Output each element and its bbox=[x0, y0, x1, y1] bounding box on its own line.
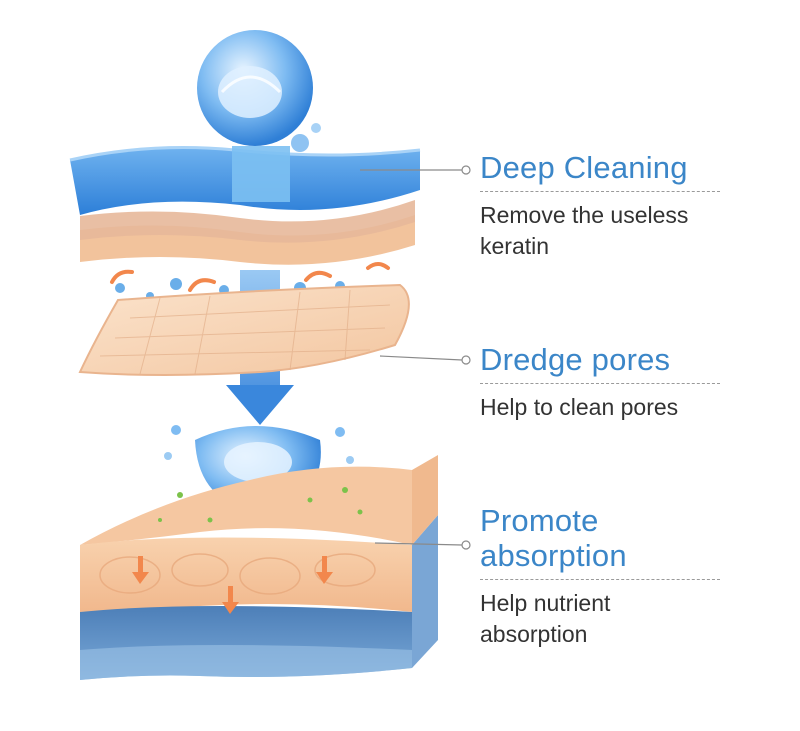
pore-skin-sheet bbox=[78, 283, 410, 376]
callout-description: Remove the useless keratin bbox=[480, 200, 770, 262]
callout-description-line: absorption bbox=[480, 621, 588, 647]
callout-title: Dredge pores bbox=[480, 342, 720, 384]
callout-description-line: Help nutrient bbox=[480, 590, 611, 616]
leader-lines bbox=[360, 165, 471, 550]
callout-description: Help to clean pores bbox=[480, 392, 770, 423]
callout-description-line: Help to clean pores bbox=[480, 394, 679, 420]
callout-title: Promote absorption bbox=[480, 503, 720, 580]
callout-title-line: Promote bbox=[480, 503, 599, 538]
callout-title-line: absorption bbox=[480, 538, 627, 573]
callout-description-line: keratin bbox=[480, 233, 550, 259]
callout-title: Deep Cleaning bbox=[480, 150, 720, 192]
top-water-bubble bbox=[197, 30, 321, 152]
top-skin-layer bbox=[69, 146, 421, 265]
callout-dredge-pores: Dredge pores Help to clean pores bbox=[480, 342, 780, 423]
orange-flow-arrows bbox=[110, 262, 390, 292]
skin-block bbox=[80, 455, 438, 680]
callout-deep-cleaning: Deep Cleaning Remove the useless keratin bbox=[480, 150, 780, 262]
callout-description-line: Remove the useless bbox=[480, 202, 689, 228]
callout-promote-absorption: Promote absorption Help nutrient absorpt… bbox=[480, 503, 780, 650]
callout-description: Help nutrient absorption bbox=[480, 588, 770, 650]
